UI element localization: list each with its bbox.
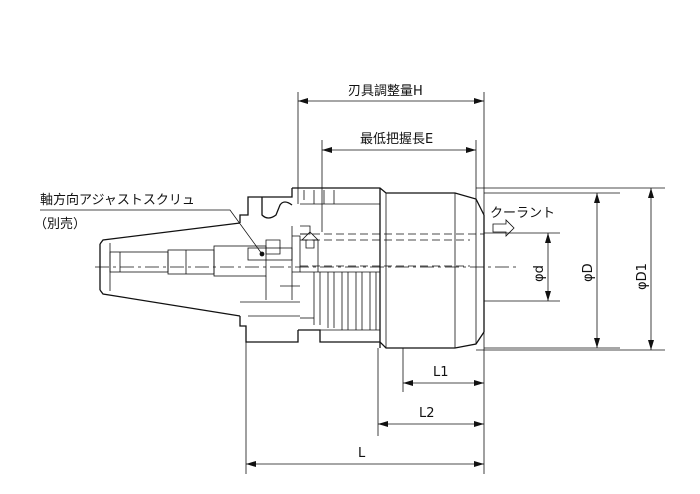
L-label: L — [358, 446, 366, 461]
body-grooves — [300, 190, 380, 331]
screw-leader-line — [40, 209, 263, 255]
dimension-lines — [246, 98, 654, 467]
sold-separately-label: （別売） — [34, 216, 86, 232]
internal-parts — [109, 225, 484, 317]
min-grip-label: 最低把握長E — [360, 132, 433, 147]
coolant-label: クーラント — [490, 206, 555, 221]
phi-D1-label: φD1 — [635, 263, 650, 290]
extension-lines — [245, 92, 665, 474]
phi-d-label: φd — [532, 265, 547, 282]
holder-outline — [99, 187, 485, 349]
L2-label: L2 — [419, 406, 435, 421]
axial-screw-label: 軸方向アジャストスクリュ — [40, 192, 195, 208]
coolant-arrow — [492, 219, 515, 237]
L1-label: L1 — [433, 365, 449, 380]
phi-D-label: φD — [581, 263, 596, 282]
blade-adjust-label: 刃具調整量H — [348, 84, 423, 99]
